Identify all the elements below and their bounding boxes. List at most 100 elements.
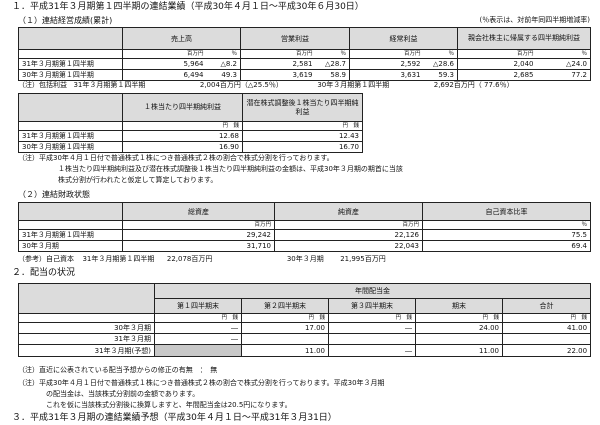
cell-value: 49.3 [206, 69, 241, 81]
cell-value: 31,710 [122, 240, 275, 252]
cell-value: 24.00 [415, 322, 503, 334]
header-sales: 売上高 [122, 27, 241, 50]
note-value: 21,995百万円 [340, 255, 386, 263]
note-period: 31年３月期第１四半期 [82, 255, 155, 263]
row-label: 30年３月期 [18, 240, 123, 252]
table-row: 30年３月期 ― 17.00 ― 24.00 41.00 [18, 322, 592, 334]
header-blank [18, 93, 123, 122]
cell-value [241, 333, 329, 345]
note-label: （参考）自己資本 [18, 255, 74, 263]
unit-label: ％ [206, 49, 241, 59]
cell-value: 17.00 [241, 322, 329, 334]
stock-split-note-line: １株当たり四半期純利益及び潜在株式調整後１株当たり四半期純利益の金額は、平成30… [58, 165, 403, 173]
cell-value: 5,964 [122, 58, 207, 70]
header-year-end: 期末 [415, 298, 503, 314]
dividends-table: 年間配当金 第１四半期末 第２四半期末 第３四半期末 期末 合計 円 銭 円 銭… [18, 283, 592, 357]
note-value: 2,004百万円（△25.5％） [199, 81, 283, 89]
cell-value: 12.68 [122, 130, 243, 142]
cell-value: 59.3 [423, 69, 458, 81]
header-q1-end: 第１四半期末 [154, 298, 242, 314]
operating-results-table: 売上高 営業利益 経常利益 親会社株主に帰属する四半期純利益 百万円 ％ 百万円… [18, 27, 591, 81]
table-row: 30年３月期第１四半期 16.90 16.70 [18, 141, 363, 153]
header-net-income: 親会社株主に帰属する四半期純利益 [457, 27, 591, 50]
cell-value: 22,126 [274, 229, 423, 241]
unit-label: 百万円 [274, 220, 423, 230]
cell-value: ― [328, 344, 416, 357]
comprehensive-income-note: （注）包括利益 31年３月期第１四半期 2,004百万円（△25.5％） 30年… [18, 80, 514, 91]
cell-value: 77.2 [536, 69, 591, 81]
unit-label: 百万円 [122, 220, 275, 230]
stock-split-note-line: （注）平成30年４月１日付で普通株式１株につき普通株式２株の割合で株式分割を行っ… [18, 154, 334, 162]
cell-value [154, 344, 242, 357]
section-1-2-title: （２）連結財政状態 [18, 190, 90, 199]
dividend-split-note-line: の配当金は、当該株式分割前の金額であります。 [46, 390, 200, 398]
cell-value: 69.4 [422, 240, 591, 252]
row-label: 31年３月期第１四半期 [18, 58, 123, 70]
note-value: 2,692百万円（ 77.6％） [433, 81, 514, 89]
unit-label: 円 銭 [415, 313, 503, 323]
header-total-assets: 総資産 [122, 202, 275, 221]
unit-label: 円 銭 [122, 121, 243, 131]
cell-value: 2,581 [240, 58, 316, 70]
row-label: 30年３月期第１四半期 [18, 69, 123, 81]
header-equity-ratio: 自己資本比率 [422, 202, 591, 221]
cell-value: 3,631 [349, 69, 424, 81]
header-annual-dividend: 年間配当金 [153, 283, 592, 299]
note-period: 31年３月期第１四半期 [73, 81, 146, 89]
header-blank [18, 27, 123, 50]
unit-label: 円 銭 [154, 313, 242, 323]
table-row: 30年３月期第１四半期 6,494 49.3 3,619 58.9 3,631 … [18, 69, 591, 81]
section-1-title: １．平成31年３月期第１四半期の連結業績（平成30年４月１日～平成30年６月30… [12, 2, 364, 12]
dividend-revision-note: （注）直近に公表されている配当予想からの修正の有無 ： 無 [18, 366, 218, 374]
cell-value: 29,242 [122, 229, 275, 241]
header-blank [18, 202, 123, 221]
header-total: 合計 [501, 298, 592, 314]
header-diluted-eps: 潜在株式調整後１株当たり四半期純利益 [242, 93, 363, 122]
cell-value: 41.00 [501, 322, 592, 334]
cell-value: 22,043 [274, 240, 423, 252]
unit-label: ％ [315, 49, 350, 59]
table-row: 31年３月期(予想) 11.00 ― 11.00 22.00 [18, 344, 592, 357]
row-label: 31年３月期第１四半期 [18, 229, 123, 241]
header-operating-income: 営業利益 [240, 27, 350, 50]
cell-value: △28.7 [315, 58, 350, 70]
cell-value: 2,592 [349, 58, 424, 70]
header-net-assets: 純資産 [274, 202, 423, 221]
cell-value [501, 333, 592, 345]
dividend-split-note-line: これを仮に当該株式分割後に換算しますと、年間配当金は20.5円になります。 [46, 401, 292, 409]
cell-value [415, 333, 503, 345]
row-label: 31年３月期第１四半期 [18, 130, 123, 142]
table-row: 30年３月期 31,710 22,043 69.4 [18, 240, 591, 252]
unit-label: 百万円 [349, 49, 424, 59]
section-1-1-note: (％表示は、対前年同四半期増減率) [479, 16, 590, 24]
note-value: 22,078百万円 [166, 255, 213, 263]
unit-label: ％ [422, 220, 591, 230]
cell-value: 16.70 [242, 141, 363, 153]
cell-value: △28.6 [423, 58, 458, 70]
row-label: 30年３月期第１四半期 [18, 141, 123, 153]
cell-value: 2,040 [457, 58, 537, 70]
cell-value: ― [154, 322, 242, 334]
cell-value: 2,685 [457, 69, 537, 81]
header-q3-end: 第３四半期末 [328, 298, 416, 314]
unit-label: 百万円 [457, 49, 537, 59]
cell-value: △8.2 [206, 58, 241, 70]
cell-value: ― [154, 333, 242, 345]
section-3-title: ３．平成31年３月期の連結業績予想（平成30年４月１日～平成31年３月31日） [12, 413, 337, 423]
table-row: 31年３月期第１四半期 29,242 22,126 75.5 [18, 229, 591, 241]
unit-label: 百万円 [240, 49, 316, 59]
cell-value: 11.00 [241, 344, 329, 357]
cell-value: 6,494 [122, 69, 207, 81]
cell-value: 22.00 [501, 344, 592, 357]
cell-value: ― [328, 322, 416, 334]
unit-label: 円 銭 [241, 313, 329, 323]
cell-value: 16.90 [122, 141, 243, 153]
unit-label: 円 銭 [242, 121, 363, 131]
table-row: 31年３月期第１四半期 12.68 12.43 [18, 130, 363, 142]
dividend-split-note-line: （注）平成30年４月１日付で普通株式１株につき普通株式２株の割合で株式分割を行っ… [18, 379, 385, 387]
note-period: 30年３月期第１四半期 [317, 81, 390, 89]
equity-reference-note: （参考）自己資本 31年３月期第１四半期 22,078百万円 30年３月期 21… [18, 254, 386, 265]
unit-label: 百万円 [122, 49, 207, 59]
header-eps: １株当たり四半期純利益 [122, 93, 243, 122]
cell-value [328, 333, 416, 345]
